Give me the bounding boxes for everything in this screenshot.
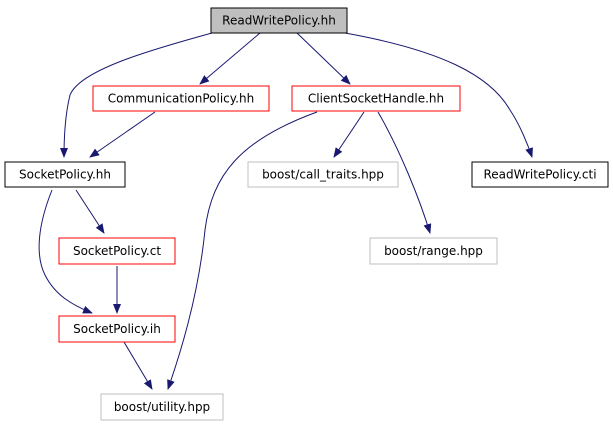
node-socketpolicy-ct[interactable]: SocketPolicy.ct (58, 237, 176, 265)
edge-layer (38, 32, 533, 390)
node-label: SocketPolicy.ct (73, 244, 161, 258)
node-box (471, 161, 609, 188)
node-box (291, 85, 461, 112)
edge-readwritepolicy-hh-to-readwritepolicy-cti (344, 32, 533, 158)
node-label: boost/range.hpp (384, 244, 483, 258)
node-label: ReadWritePolicy.hh (222, 14, 336, 28)
edge-socketpolicy-hh-to-socketpolicy-ih (38, 189, 93, 314)
node-clientsockethandle-hh[interactable]: ClientSocketHandle.hh (291, 85, 461, 112)
node-boost-utility[interactable]: boost/utility.hpp (100, 393, 224, 421)
edge-readwritepolicy-hh-to-socketpolicy-hh (60, 32, 213, 158)
node-box (92, 85, 270, 112)
edge-clientsockethandle-hh-to-boost-range (377, 111, 432, 234)
node-box (100, 393, 224, 421)
node-readwritepolicy-cti[interactable]: ReadWritePolicy.cti (471, 161, 609, 188)
node-boost-call-traits[interactable]: boost/call_traits.hpp (247, 161, 399, 188)
edge-clientsockethandle-hh-to-boost-call-traits (333, 111, 365, 158)
node-box (369, 237, 498, 265)
node-label: boost/call_traits.hpp (262, 168, 384, 182)
node-label: SocketPolicy.ih (73, 322, 161, 336)
node-boost-range[interactable]: boost/range.hpp (369, 237, 498, 265)
node-label: ReadWritePolicy.cti (483, 168, 596, 182)
edge-clientsockethandle-hh-to-boost-utility (167, 111, 318, 390)
node-box (58, 237, 176, 265)
node-box (247, 161, 399, 188)
node-box (210, 7, 348, 34)
node-label: boost/utility.hpp (114, 400, 210, 414)
node-readwritepolicy-hh[interactable]: ReadWritePolicy.hh (210, 7, 348, 34)
edge-readwritepolicy-hh-to-clientsockethandle-hh (296, 32, 351, 85)
node-label: CommunicationPolicy.hh (108, 92, 254, 106)
edge-socketpolicy-ih-to-boost-utility (123, 341, 153, 390)
node-communicationpolicy-hh[interactable]: CommunicationPolicy.hh (92, 85, 270, 112)
node-label: SocketPolicy.hh (19, 168, 111, 182)
node-label: ClientSocketHandle.hh (308, 92, 444, 106)
edge-readwritepolicy-hh-to-communicationpolicy-hh (199, 32, 261, 85)
node-box (4, 161, 126, 188)
node-socketpolicy-ih[interactable]: SocketPolicy.ih (58, 315, 176, 343)
node-socketpolicy-hh[interactable]: SocketPolicy.hh (4, 161, 126, 188)
edge-communicationpolicy-hh-to-socketpolicy-hh (89, 111, 156, 158)
node-box (58, 315, 176, 343)
edge-socketpolicy-hh-to-socketpolicy-ct (75, 189, 105, 234)
